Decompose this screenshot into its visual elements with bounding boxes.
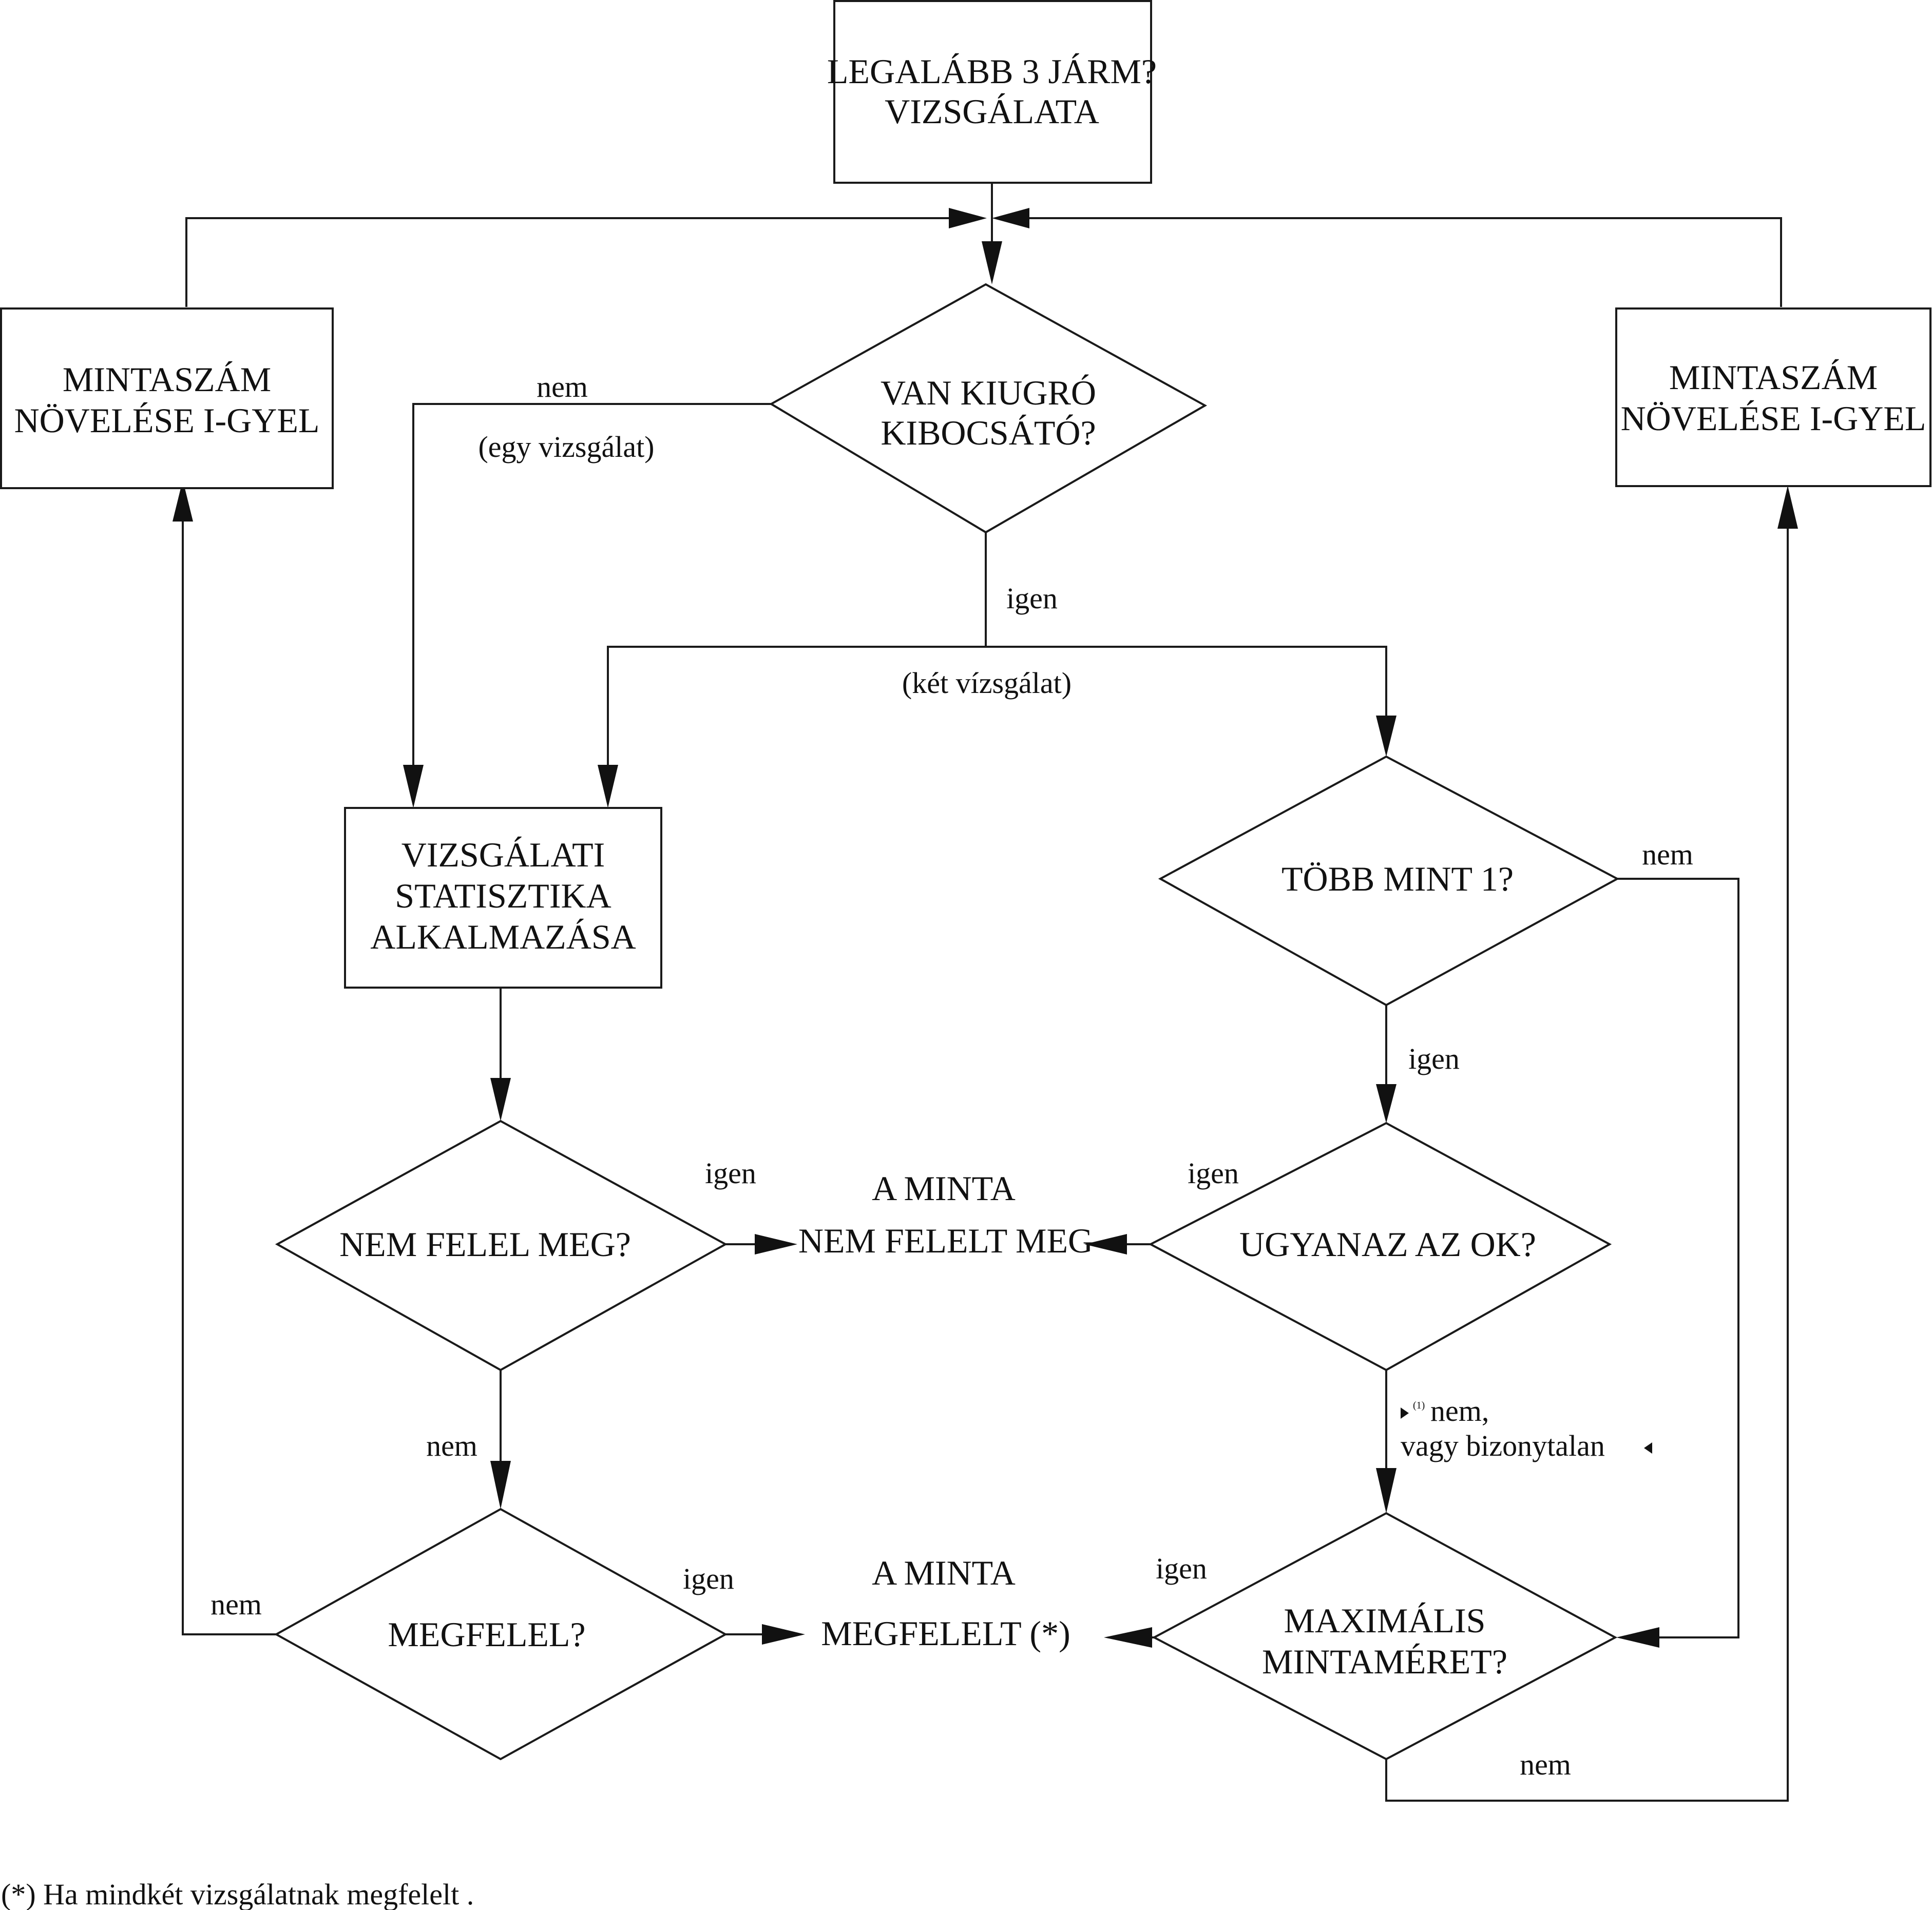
- comply-label: MEGFELEL?: [388, 1615, 585, 1654]
- edge-label-outlier-no-note: (egy vizsgálat): [478, 430, 654, 464]
- arrowhead-left-icon: [1104, 1627, 1152, 1648]
- connectors: [182, 183, 1789, 1802]
- edge-label-notcomply-yes: igen: [705, 1156, 756, 1190]
- statistics-box-border: [344, 807, 662, 989]
- result-fail-line2: NEM FELELT MEG: [798, 1221, 1093, 1260]
- arrowhead-left-icon: [1616, 1627, 1659, 1648]
- connector-more-no: [1617, 878, 1739, 1638]
- edge-label-comply-no: nem: [211, 1588, 262, 1621]
- arrowhead-down-icon: [982, 241, 1002, 284]
- edge-label-samecause-no-marker: (1): [1413, 1400, 1425, 1411]
- increase-right-label-line2: NÖVELÉSE I-GYEL: [1621, 399, 1926, 438]
- edge-label-maxsize-no: nem: [1520, 1748, 1571, 1781]
- arrowhead-right-icon: [755, 1234, 797, 1255]
- increase-right-box: MINTASZÁM NÖVELÉSE I-GYEL: [1615, 307, 1931, 487]
- comply-decision: MEGFELEL?: [274, 1508, 728, 1761]
- outlier-decision: VAN KIUGRÓ KIBOCSÁTÓ?: [769, 283, 1208, 534]
- connector-split-right: [986, 646, 1387, 724]
- arrowhead-up-icon: [1777, 486, 1798, 529]
- max-size-label-line2: MINTAMÉRET?: [1262, 1642, 1507, 1681]
- edge-label-more-no: nem: [1642, 838, 1693, 871]
- max-size-decision: MAXIMÁLIS MINTAMÉRET?: [1152, 1512, 1618, 1761]
- edge-labels: nem (egy vizsgálat) igen (két vízsgálat)…: [211, 370, 1693, 1781]
- arrowhead-left-icon: [1084, 1234, 1127, 1255]
- start-box: LEGALÁBB 3 JÁRM? VIZSGÁLATA: [827, 0, 1157, 184]
- result-fail: A MINTA NEM FELELT MEG: [798, 1169, 1093, 1260]
- edge-label-samecause-no-line2: vagy bizonytalan: [1401, 1429, 1605, 1462]
- outlier-label-line2: KIBOCSÁTÓ?: [881, 413, 1096, 452]
- footnote: (*) Ha mindkét vizsgálatnak megfelelt .: [1, 1878, 474, 1910]
- edge-label-samecause-no-line1: nem,: [1430, 1394, 1489, 1427]
- arrowhead-down-icon: [598, 765, 618, 808]
- result-pass: A MINTA MEGFELELT (*): [821, 1553, 1070, 1653]
- arrowhead-down-icon: [490, 1078, 511, 1121]
- arrowhead-right-icon: [762, 1624, 805, 1645]
- outlier-label-line1: VAN KIUGRÓ: [881, 373, 1096, 412]
- result-fail-line1: A MINTA: [872, 1169, 1016, 1208]
- not-comply-decision: NEM FELEL MEG?: [275, 1120, 728, 1372]
- increase-left-box-border: [0, 307, 334, 489]
- statistics-label-line2: STATISZTIKA: [395, 876, 611, 915]
- result-pass-line1: A MINTA: [872, 1553, 1016, 1592]
- edge-label-outlier-yes: igen: [1006, 582, 1058, 615]
- connector-split-left: [607, 646, 986, 775]
- arrowhead-down-icon: [403, 765, 424, 808]
- statistics-label-line1: VIZSGÁLATI: [401, 835, 605, 874]
- not-comply-diamond: [275, 1120, 728, 1372]
- edge-label-comply-yes: igen: [683, 1562, 734, 1595]
- edge-label-more-yes: igen: [1408, 1042, 1460, 1075]
- start-box-border: [833, 0, 1152, 184]
- increase-left-box: MINTASZÁM NÖVELÉSE I-GYEL: [0, 307, 334, 489]
- small-left-marker-icon: [1644, 1442, 1652, 1454]
- more-than-one-label: TÖBB MINT 1?: [1281, 859, 1514, 898]
- arrowheads: [173, 208, 1798, 1648]
- statistics-label-line3: ALKALMAZÁSA: [370, 917, 636, 956]
- edge-label-outlier-no: nem: [537, 370, 588, 403]
- connector-outlier-no: [412, 403, 771, 775]
- increase-right-label-line1: MINTASZÁM: [1669, 358, 1878, 397]
- connector-maxsize-no: [1385, 518, 1789, 1802]
- increase-left-label-line1: MINTASZÁM: [63, 360, 271, 399]
- outlier-diamond: [769, 283, 1208, 534]
- edge-label-notcomply-no: nem: [426, 1429, 477, 1462]
- arrowhead-down-icon: [1376, 1468, 1397, 1513]
- max-size-diamond: [1152, 1512, 1618, 1761]
- same-cause-decision: UGYANAZ AZ OK?: [1148, 1122, 1612, 1372]
- connector-right-loop: [1024, 217, 1782, 307]
- small-right-marker-icon: [1401, 1407, 1409, 1419]
- start-box-label-line1: LEGALÁBB 3 JÁRM?: [827, 52, 1157, 91]
- edge-label-outlier-yes-note: (két vízsgálat): [902, 666, 1072, 700]
- arrowhead-down-icon: [1376, 1084, 1397, 1123]
- same-cause-label: UGYANAZ AZ OK?: [1239, 1225, 1536, 1264]
- not-comply-label: NEM FELEL MEG?: [339, 1225, 631, 1264]
- arrowhead-down-icon: [490, 1461, 511, 1509]
- connector-left-loop: [185, 217, 955, 307]
- max-size-label-line1: MAXIMÁLIS: [1284, 1601, 1486, 1640]
- result-pass-line2: MEGFELELT (*): [821, 1614, 1070, 1653]
- edge-label-maxsize-yes: igen: [1156, 1552, 1207, 1585]
- arrowhead-down-icon: [1376, 716, 1397, 757]
- start-box-label-line2: VIZSGÁLATA: [885, 92, 1099, 131]
- more-than-one-diamond: [1158, 755, 1620, 1007]
- increase-left-label-line2: NÖVELÉSE I-GYEL: [14, 401, 320, 440]
- comply-diamond: [274, 1508, 728, 1761]
- edge-label-samecause-yes: igen: [1188, 1156, 1239, 1190]
- connector-comply-no: [182, 518, 276, 1635]
- arrowhead-right-icon: [949, 208, 987, 228]
- more-than-one-decision: TÖBB MINT 1?: [1158, 755, 1620, 1007]
- arrowhead-left-icon: [992, 208, 1029, 228]
- increase-right-box-border: [1615, 307, 1931, 487]
- statistics-box: VIZSGÁLATI STATISZTIKA ALKALMAZÁSA: [344, 807, 662, 989]
- same-cause-diamond: [1148, 1122, 1612, 1372]
- arrowhead-up-icon: [173, 480, 193, 522]
